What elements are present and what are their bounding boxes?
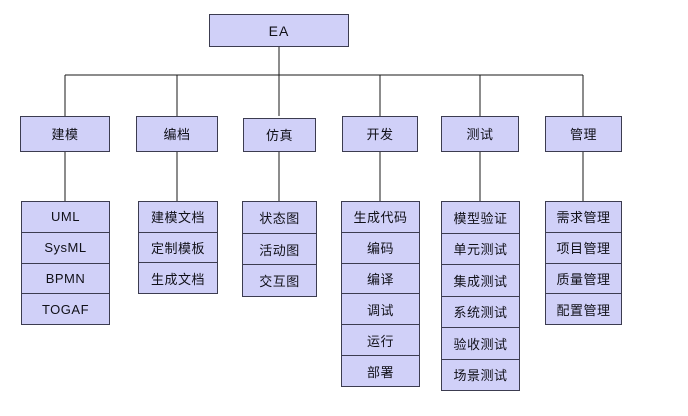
leaf-item[interactable]: 配置管理	[546, 294, 621, 324]
node-root-ea[interactable]: EA	[209, 14, 349, 47]
node-branch-ceshi[interactable]: 测试	[441, 116, 519, 152]
node-branch-fangzhen[interactable]: 仿真	[243, 118, 316, 152]
leaf-item[interactable]: 编译	[342, 263, 419, 295]
node-branch-jianmo[interactable]: 建模	[20, 116, 110, 152]
leaf-group-ceshi: 模型验证 单元测试 集成测试 系统测试 验收测试 场景测试	[441, 201, 520, 391]
leaf-item[interactable]: 单元测试	[442, 233, 519, 265]
leaf-item[interactable]: UML	[22, 202, 109, 233]
leaf-item[interactable]: 状态图	[243, 202, 316, 234]
leaf-item[interactable]: 部署	[342, 356, 419, 386]
leaf-item[interactable]: 编码	[342, 232, 419, 264]
leaf-item[interactable]: 活动图	[243, 233, 316, 266]
leaf-item[interactable]: 项目管理	[546, 232, 621, 264]
node-branch-guanli[interactable]: 管理	[545, 116, 622, 152]
leaf-item[interactable]: TOGAF	[22, 294, 109, 324]
node-branch-kaifa[interactable]: 开发	[342, 116, 418, 152]
leaf-item[interactable]: 模型验证	[442, 202, 519, 234]
leaf-item[interactable]: BPMN	[22, 263, 109, 295]
leaf-item[interactable]: 场景测试	[442, 359, 519, 390]
leaf-item[interactable]: 运行	[342, 325, 419, 357]
leaf-group-jianmo: UML SysML BPMN TOGAF	[21, 201, 110, 325]
leaf-item[interactable]: 交互图	[243, 265, 316, 297]
leaf-item[interactable]: 需求管理	[546, 202, 621, 233]
leaf-item[interactable]: 系统测试	[442, 296, 519, 328]
leaf-group-kaifa: 生成代码 编码 编译 调试 运行 部署	[341, 201, 420, 387]
leaf-group-fangzhen: 状态图 活动图 交互图	[242, 201, 317, 297]
leaf-item[interactable]: 集成测试	[442, 265, 519, 297]
leaf-item[interactable]: 质量管理	[546, 263, 621, 295]
leaf-group-guanli: 需求管理 项目管理 质量管理 配置管理	[545, 201, 622, 325]
leaf-item[interactable]: 调试	[342, 294, 419, 326]
leaf-item[interactable]: 验收测试	[442, 328, 519, 360]
leaf-item[interactable]: 生成文档	[139, 263, 217, 294]
node-branch-biandang[interactable]: 编档	[136, 116, 218, 152]
leaf-item[interactable]: SysML	[22, 232, 109, 264]
leaf-item[interactable]: 建模文档	[139, 202, 217, 233]
leaf-item[interactable]: 生成代码	[342, 202, 419, 233]
leaf-group-biandang: 建模文档 定制模板 生成文档	[138, 201, 218, 294]
leaf-item[interactable]: 定制模板	[139, 232, 217, 264]
